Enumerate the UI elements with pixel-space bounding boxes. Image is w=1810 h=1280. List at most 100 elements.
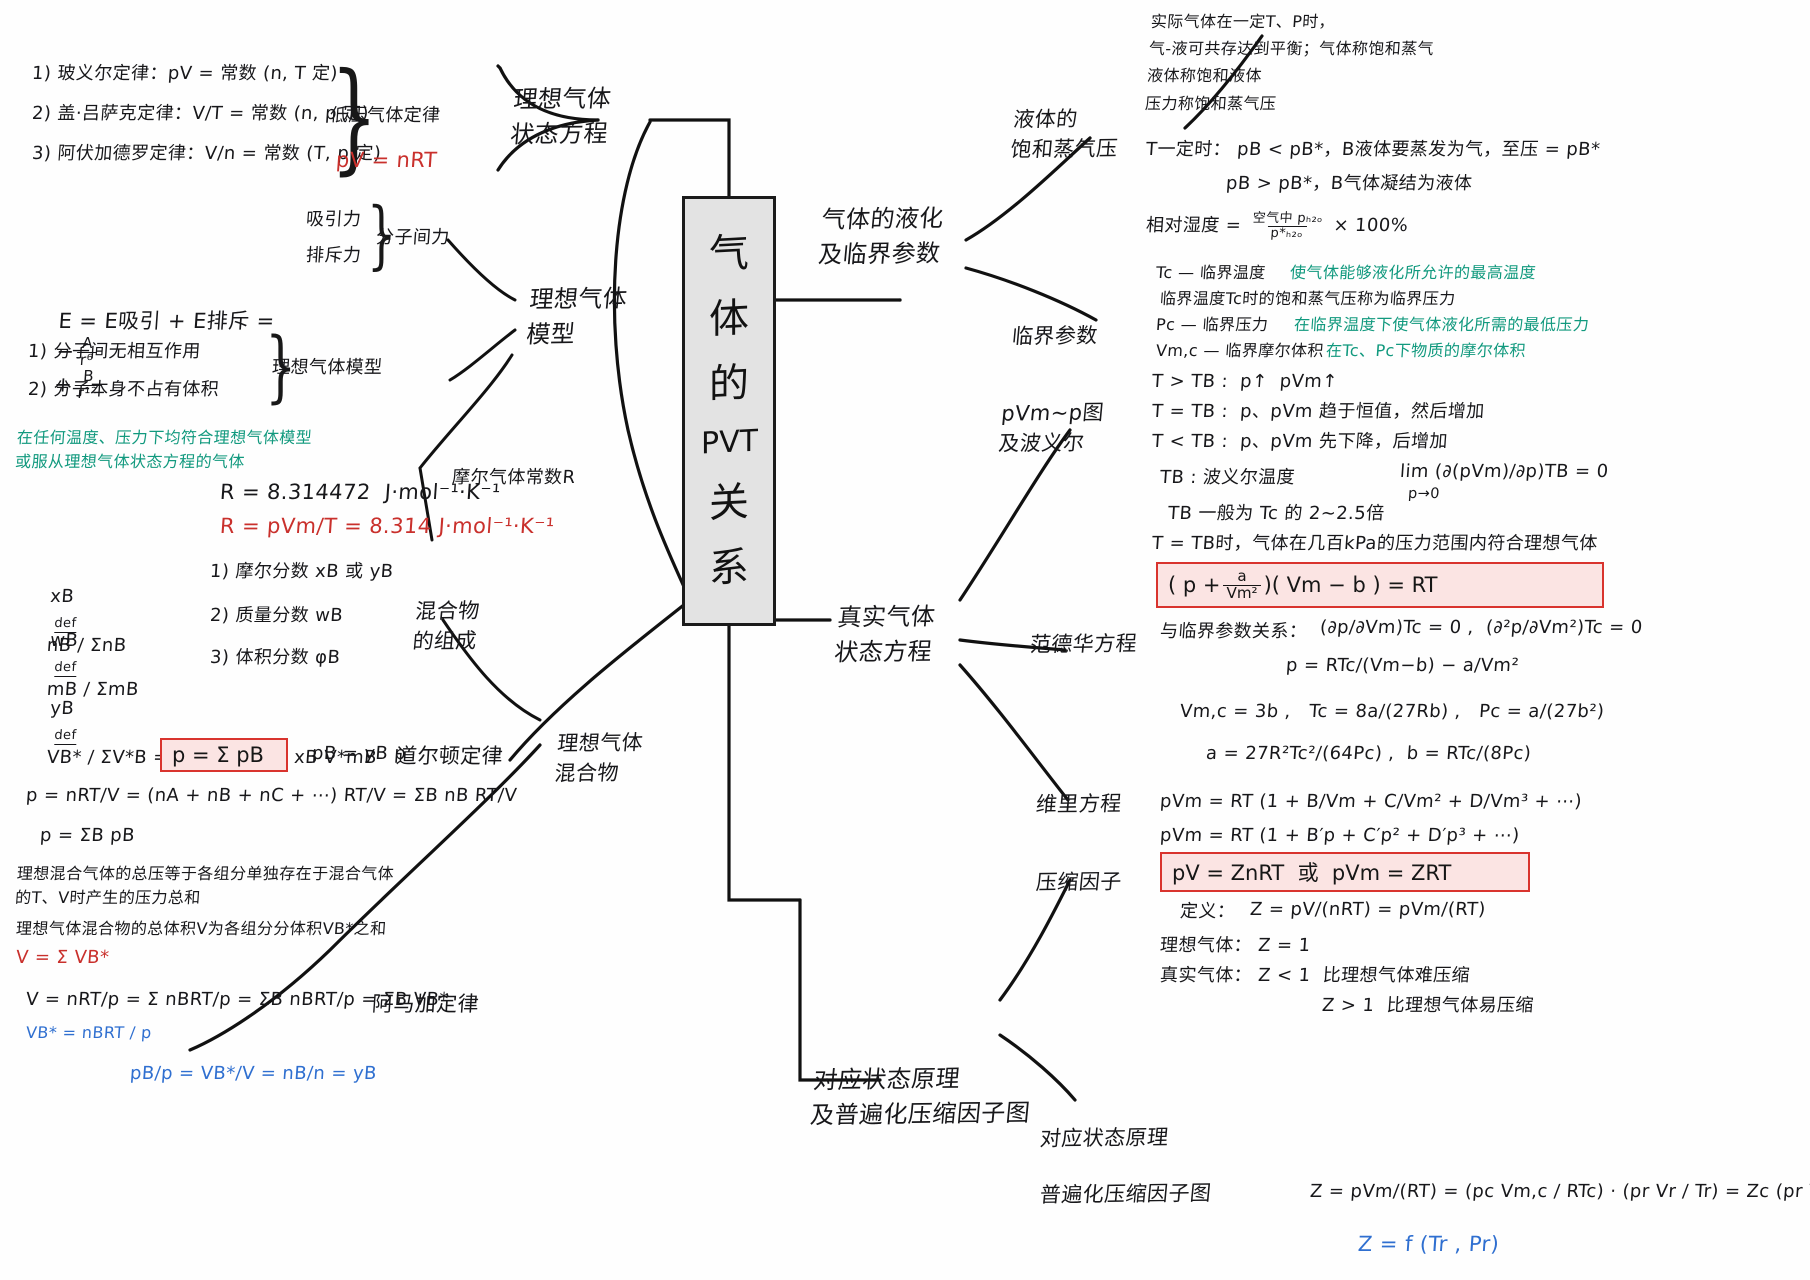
center-char-6: 系 bbox=[709, 543, 749, 593]
compressibility-definition: Z = pV/(nRT) = pVm/(RT) bbox=[1249, 899, 1487, 920]
branch-ideal-gas-equation: 理想气体 状态方程 bbox=[509, 84, 613, 149]
boyle-line-1: T > TB : p↑ pVm↑ bbox=[1151, 371, 1339, 392]
center-node: 气 体 的 PVT 关 系 bbox=[682, 196, 776, 626]
mixture-item-2: 2) 质量分数 wB bbox=[209, 605, 344, 626]
van-der-waals-label: 范德华方程 bbox=[1028, 631, 1139, 657]
model-assumption-1: 1) 分子间无相互作用 bbox=[27, 341, 202, 362]
virial-equation-2: pVm = RT (1 + B′p + C′p² + D′p³ + ⋯) bbox=[1159, 825, 1521, 846]
boyle-line-4: TB : 波义尔温度 bbox=[1159, 467, 1296, 488]
molar-gas-constant-label: 摩尔气体常数R bbox=[451, 467, 577, 488]
low-pressure-laws-label: 低压气体定律 bbox=[329, 105, 442, 126]
critical-tc-black: Tc — 临界温度 bbox=[1155, 263, 1267, 282]
force-repel-label: 排斥力 bbox=[305, 245, 363, 266]
critical-vmc-black: Vm,c — 临界摩尔体积 bbox=[1155, 341, 1325, 360]
boyle-line-3: T < TB : p、pVm 先下降，后增加 bbox=[1151, 431, 1449, 452]
boyle-limit-sub: p→0 bbox=[1407, 486, 1441, 502]
force-attract-label: 吸引力 bbox=[305, 209, 363, 230]
mixture-item-3: 3) 体积分数 φB bbox=[209, 647, 341, 668]
humidity-numerator: 空气中 pₕ₂ₒ bbox=[1252, 211, 1324, 226]
gas-law-2: 2) 盖·吕萨克定律：V/T = 常数 (n, p 定) bbox=[31, 103, 370, 124]
mixture-def-3-sym: yB bbox=[49, 697, 75, 719]
compressibility-boxed-equation: pV = ZnRT 或 pVm = ZRT bbox=[1160, 852, 1530, 892]
critical-parameters-label: 临界参数 bbox=[1010, 323, 1099, 349]
branch-ideal-gas-mixture: 理想气体 混合物 bbox=[553, 730, 645, 786]
mixture-def-3-def: def bbox=[53, 727, 77, 745]
compressibility-definition-label: 定义： bbox=[1179, 901, 1237, 922]
mixture-def-3: yB def VB* / ΣV*B = xB V*mB / Σ xB V*mB bbox=[20, 672, 383, 796]
compressibility-factor-label: 压缩因子 bbox=[1034, 869, 1123, 895]
generalized-formula: Z = pVm/(RT) = (pc Vm,c / RTc) · (pr Vr … bbox=[1309, 1181, 1810, 1202]
critical-pc-black: Pc — 临界压力 bbox=[1155, 315, 1269, 334]
corresponding-states-principle-label: 对应状态原理 bbox=[1038, 1125, 1170, 1151]
gas-law-3: 3) 阿伏加德罗定律：V/n = 常数 (T, p 定) bbox=[31, 143, 382, 164]
gas-constant-red: R = pVm/T = 8.314 J·mol⁻¹·K⁻¹ bbox=[219, 514, 556, 538]
amagat-law-label: 阿马加定律 bbox=[371, 992, 480, 1016]
dalton-boxed-equation: p = Σ pB bbox=[160, 738, 288, 772]
vdw-eq-tail: )( Vm − b ) = RT bbox=[1263, 573, 1438, 597]
ideal-gas-model-label: 理想气体模型 bbox=[271, 357, 384, 378]
compressibility-real-2: Z > 1 比理想气体易压缩 bbox=[1321, 995, 1535, 1016]
boyle-line-6: T = TB时，气体在几百kPa的压力范围内符合理想气体 bbox=[1151, 533, 1599, 554]
branch-ideal-gas-model: 理想气体 模型 bbox=[525, 284, 629, 349]
branch-liquefaction: 气体的液化 及临界参数 bbox=[817, 204, 946, 269]
dalton-note-2: 理想气体混合物的总体积V为各组分分体积VB*之和 bbox=[15, 919, 388, 938]
vdw-a-numerator: a bbox=[1237, 566, 1247, 585]
intermolecular-force-label: 分子间力 bbox=[375, 227, 451, 248]
dalton-boxed-text: p = Σ pB bbox=[172, 743, 264, 767]
boyle-line-2: T = TB : p、pVm 趋于恒值，然后增加 bbox=[1151, 401, 1486, 422]
center-char-5: 关 bbox=[709, 479, 749, 528]
liquefaction-intro: 实际气体在一定T、P时， 气-液可共存达到平衡；气体称饱和蒸气 液体称饱和液体 … bbox=[1144, 12, 1435, 113]
center-char-2: 体 bbox=[709, 294, 749, 343]
mixture-item-1: 1) 摩尔分数 xB 或 yB bbox=[209, 561, 395, 582]
virial-equation-1: pVm = RT (1 + B/Vm + C/Vm² + D/Vm³ + ⋯) bbox=[1159, 791, 1583, 812]
vdw-ab-constants: a = 27R²Tc²/(64Pc) , b = RTc/(8Pc) bbox=[1205, 743, 1532, 764]
generalized-chart-label: 普遍化压缩因子图 bbox=[1038, 1180, 1213, 1208]
critical-vmc-teal: 在Tc、Pc下物质的摩尔体积 bbox=[1325, 341, 1527, 360]
center-char-3: 的 bbox=[709, 359, 749, 408]
boyle-line-5: TB 一般为 Tc 的 2~2.5倍 bbox=[1167, 503, 1386, 524]
mixture-composition-label: 混合物 的组成 bbox=[411, 598, 481, 654]
dalton-law-label: 道尔顿定律 bbox=[395, 744, 504, 768]
amagat-blue-ratio: pB/p = VB*/V = nB/n = yB bbox=[129, 1063, 378, 1084]
branch-real-gas-equation: 真实气体 状态方程 bbox=[833, 602, 937, 667]
dalton-partial-pressure: pB = yB p bbox=[311, 743, 407, 764]
dalton-derivation-1: p = nRT/V = (nA + nB + nC + ⋯) RT/V = ΣB… bbox=[25, 785, 518, 806]
critical-tc-teal: 使气体能够液化所允许的最高温度 bbox=[1289, 263, 1537, 282]
compressibility-ideal: 理想气体： Z = 1 bbox=[1159, 935, 1312, 956]
vdw-critical-constants: Vm,c = 3b , Tc = 8a/(27Rb) , Pc = a/(27b… bbox=[1179, 701, 1606, 722]
compressibility-real: 真实气体： Z < 1 比理想气体难压缩 bbox=[1159, 965, 1471, 986]
branch-corresponding-states: 对应状态原理 及普遍化压缩因子图 bbox=[808, 1064, 1032, 1130]
vdw-boxed-equation: ( p + a Vm² )( Vm − b ) = RT bbox=[1156, 562, 1604, 608]
gas-law-1: 1) 玻义尔定律：pV = 常数 (n, T 定) bbox=[31, 63, 339, 84]
vdw-eq-lead: ( p + bbox=[1168, 573, 1221, 597]
saturated-vapor-pressure-label: 液体的 饱和蒸气压 bbox=[1009, 106, 1119, 163]
teal-ideal-gas-note: 在任何温度、压力下均符合理想气体模型 或服从理想气体状态方程的气体 bbox=[14, 428, 313, 471]
humidity-denominator: p*ₕ₂ₒ bbox=[1267, 225, 1307, 241]
vdw-relation-derivatives: (∂p/∂Vm)Tc = 0 , (∂²p/∂Vm²)Tc = 0 bbox=[1319, 617, 1644, 638]
center-char-4: PVT bbox=[700, 423, 758, 462]
critical-pc-note: 临界温度Tc时的饱和蒸气压称为临界压力 bbox=[1159, 289, 1457, 308]
dalton-note: 理想混合气体的总压等于各组分单独存在于混合气体 的T、V时产生的压力总和 bbox=[14, 864, 395, 907]
mixture-def-2-sym: wB bbox=[49, 629, 79, 651]
vdw-relation-label: 与临界参数关系： bbox=[1159, 621, 1309, 642]
boyle-limit-formula: lim (∂(pVm)/∂p)TB = 0 bbox=[1399, 461, 1610, 482]
liquefaction-condition-1: T一定时： pB < pB*，B液体要蒸发为气，至压 = pB* bbox=[1145, 139, 1602, 160]
liquefaction-condition-2: pB > pB*，B气体凝结为液体 bbox=[1225, 173, 1474, 194]
dalton-derivation-2: p = ΣB pB bbox=[39, 825, 136, 846]
brace-force: } bbox=[366, 192, 397, 278]
relative-humidity-label: 相对湿度 = bbox=[1145, 214, 1243, 236]
vdw-vm-denominator: Vm² bbox=[1223, 584, 1261, 602]
critical-pc-teal: 在临界温度下使气体液化所需的最低压力 bbox=[1293, 315, 1590, 334]
dalton-volume-red: V = Σ VB* bbox=[15, 947, 111, 968]
model-assumption-2: 2) 分子本身不占有体积 bbox=[27, 379, 220, 400]
energy-equation-lhs: E = E吸引 + E排斥 = bbox=[57, 308, 276, 333]
brace-gas-laws: } bbox=[330, 48, 378, 187]
pvm-p-diagram-label: pVm~p图 及波义尔 bbox=[997, 400, 1106, 457]
amagat-blue-def: VB* = nBRT / p bbox=[25, 1023, 153, 1042]
humidity-tail: × 100% bbox=[1332, 214, 1409, 236]
relative-humidity-formula: 相对湿度 = 空气中 pₕ₂ₒ p*ₕ₂ₒ × 100% bbox=[1145, 211, 1409, 241]
vdw-pressure-equation: p = RTc/(Vm−b) − a/Vm² bbox=[1285, 655, 1520, 676]
pv-nrt-equation: pV = nRT bbox=[335, 148, 438, 172]
brace-assumptions: } bbox=[265, 322, 297, 412]
